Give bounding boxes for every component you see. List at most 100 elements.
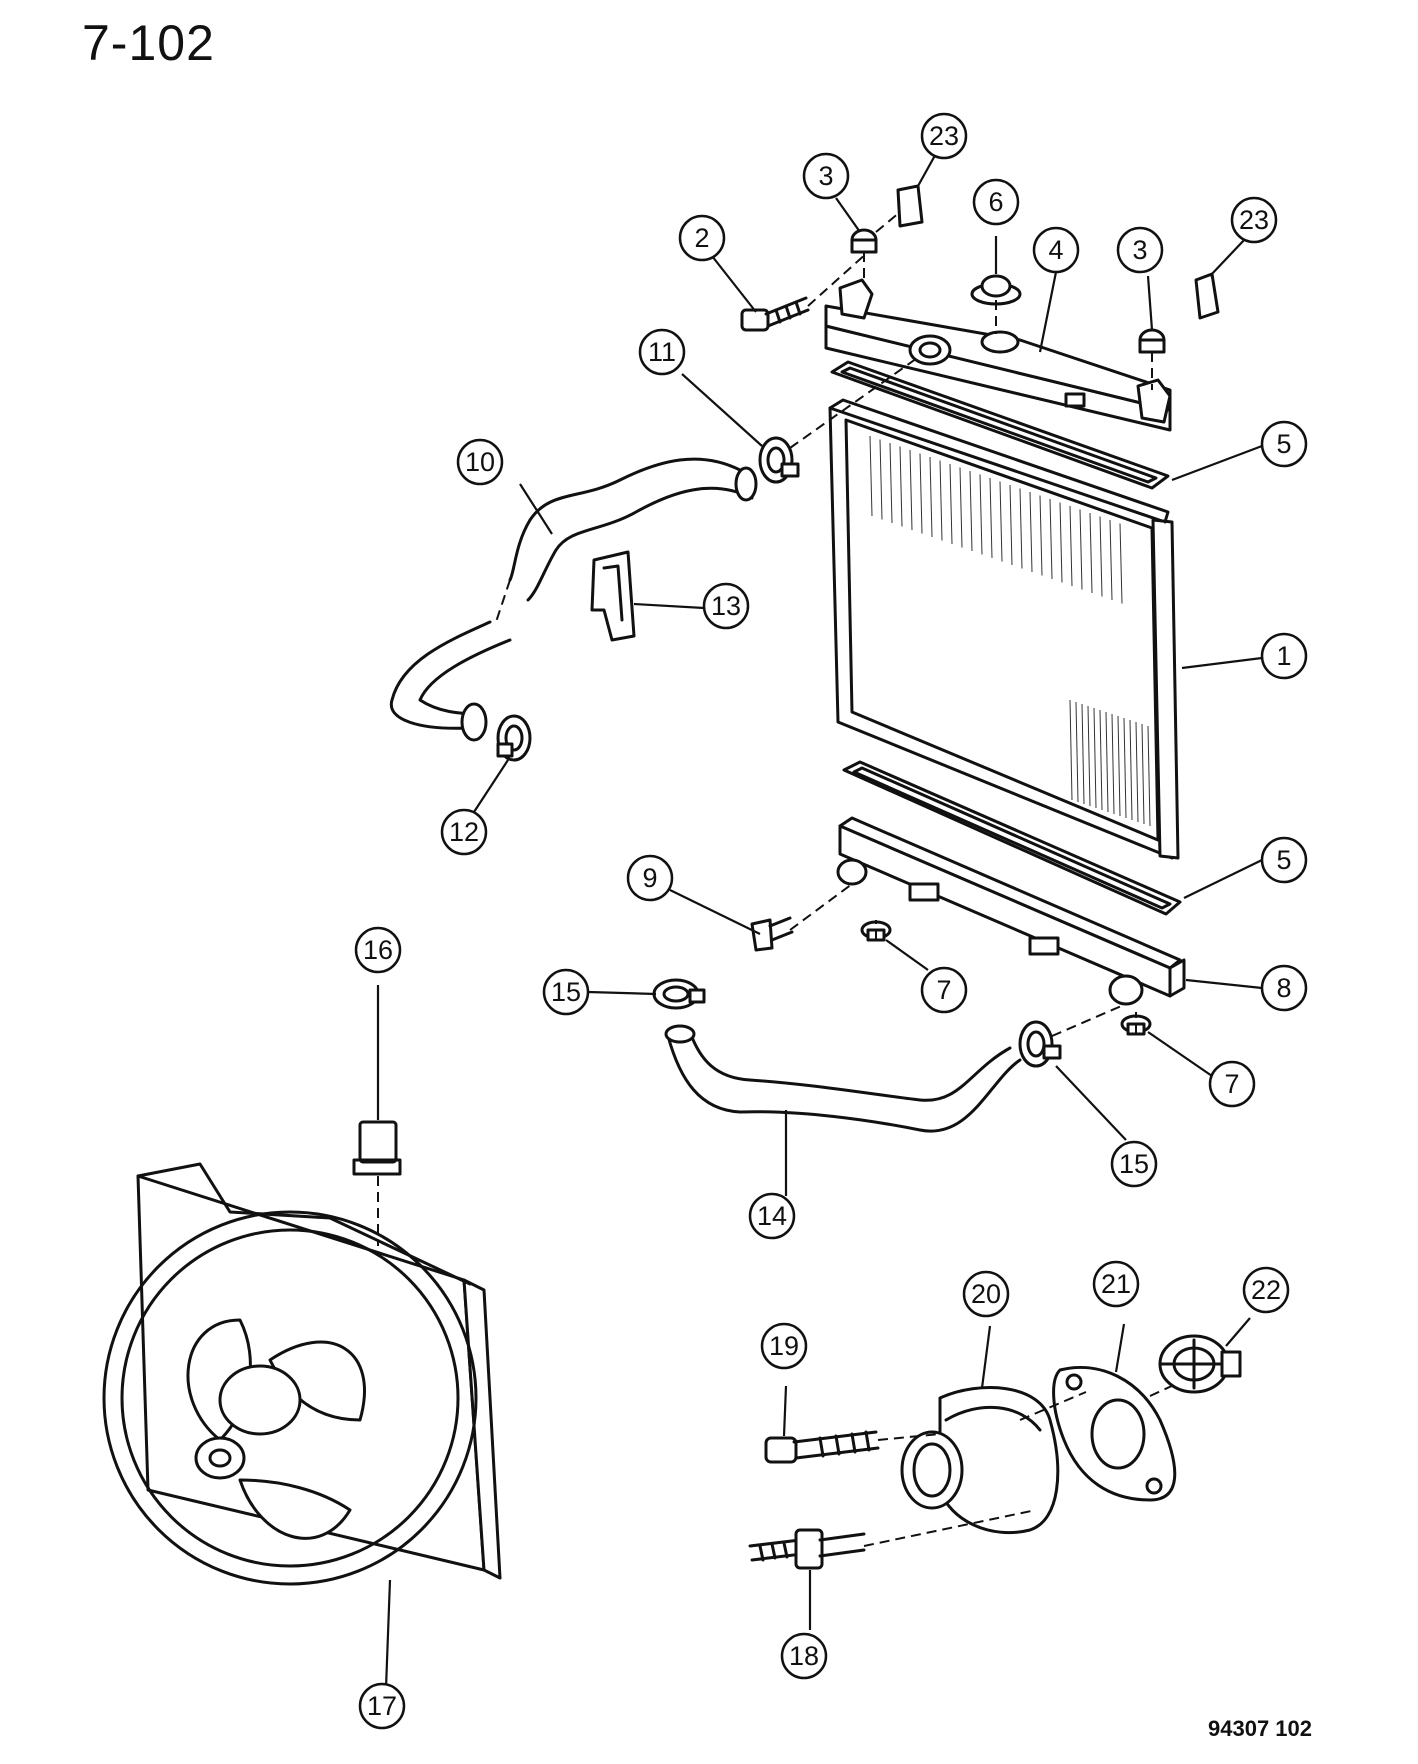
callout-number: 19 [769,1331,799,1361]
core-fin [1087,705,1091,807]
callout-number: 5 [1276,845,1291,875]
callout-circle [626,854,674,902]
top-gasket [830,360,1170,490]
callout-number: 8 [1276,973,1291,1003]
callout-circle [1116,226,1164,274]
callout-circle [1260,420,1308,468]
callout-number: 18 [789,1641,819,1671]
callout-circle [678,214,726,262]
lower-hose [664,1024,1022,1133]
core-fin [979,474,983,555]
callout-7: 7 [920,966,968,1014]
callout-5: 5 [1260,836,1308,884]
callout-4: 4 [1032,226,1080,274]
callout-15: 15 [542,968,590,1016]
callout-number: 23 [929,121,959,151]
core-fin [889,442,893,524]
callout-10: 10 [456,438,504,486]
callout-number: 21 [1101,1269,1131,1299]
bottom-tank [836,816,1186,1006]
callout-number: 13 [711,591,741,621]
callout-14: 14 [748,1192,796,1240]
callout-number: 16 [363,935,393,965]
core-fin [1039,495,1043,576]
bolt-19 [764,1430,880,1464]
callout-number: 11 [648,337,676,367]
bushing-3a [850,228,878,254]
callout-number: 15 [551,977,581,1007]
callout-circle [802,152,850,200]
upper-hose [389,457,758,742]
leader-lines [376,149,1263,1689]
callout-circle [1208,1060,1256,1108]
core-fin [969,470,973,552]
callout-6: 6 [972,178,1020,226]
callout-number: 3 [818,161,833,191]
hose-clamp-15a [652,978,706,1010]
callout-circle [760,1322,808,1370]
callout-number: 4 [1048,235,1063,265]
core-fin [1069,699,1073,801]
callout-11: 11 [638,328,686,376]
callout-19: 19 [760,1322,808,1370]
callout-9: 9 [626,854,674,902]
callout-circle [1260,632,1308,680]
callout-number: 6 [988,187,1003,217]
callout-circle [1032,226,1080,274]
core-fin [1029,491,1033,573]
callout-circle [456,438,504,486]
callout-3: 3 [802,152,850,200]
core-fin [929,456,933,538]
callout-circle [920,966,968,1014]
callout-circle [920,112,968,160]
thermostat-housing-20 [900,1386,1060,1535]
fan-shroud [102,1162,502,1586]
top-tank [824,278,1172,432]
callout-circle [1230,196,1278,244]
core-fin [1105,711,1109,813]
callout-circle [972,178,1020,226]
callout-circle [1242,1266,1290,1314]
core-fin [879,439,883,520]
callout-circle [1110,1140,1158,1188]
relay-16 [352,1120,402,1176]
core-fin [1019,488,1023,569]
callout-circle [354,926,402,974]
diagram-code: 94307 102 [1208,1716,1312,1741]
callout-number: 23 [1239,205,1269,235]
core-fin [1109,519,1113,601]
callout-15: 15 [1110,1140,1158,1188]
callout-2: 2 [678,214,726,262]
callout-number: 22 [1251,1275,1281,1305]
core-fin [1111,713,1115,815]
callout-circle [1260,964,1308,1012]
callout-circle [1260,836,1308,884]
core-fin [1119,523,1123,604]
callout-5: 5 [1260,420,1308,468]
callout-number: 7 [1224,1069,1239,1099]
callout-number: 14 [757,1201,787,1231]
core-fin [1129,719,1133,821]
callout-8: 8 [1260,964,1308,1012]
drain-plug-9 [750,916,794,952]
callout-number: 12 [449,817,479,847]
callout-circle [962,1270,1010,1318]
callout-circle [748,1192,796,1240]
core-fin [1135,721,1139,823]
core-fin [1069,505,1073,587]
core-fin [1123,717,1127,819]
core-fin [869,435,873,517]
bolt-2 [740,296,810,332]
callout-17: 17 [358,1682,406,1730]
callout-23: 23 [920,112,968,160]
bushing-3b [1138,328,1166,354]
radiator-cap-6 [970,274,1022,306]
core-fin [1099,709,1103,811]
callout-circle [702,582,750,630]
core-fin [1081,703,1085,805]
callout-number: 3 [1132,235,1147,265]
callout-22: 22 [1242,1266,1290,1314]
